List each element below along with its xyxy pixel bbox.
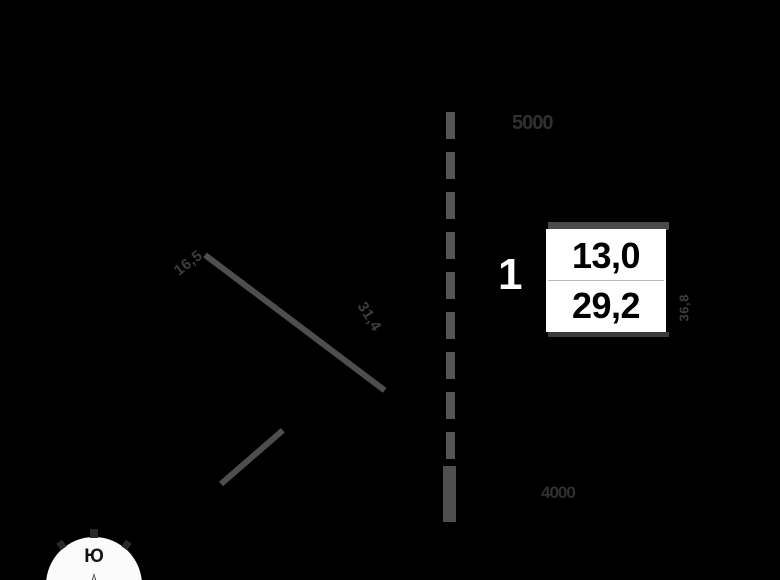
- coordinate-label-top: 5000: [512, 112, 553, 134]
- parcel-data-callout[interactable]: 13,0 29,2: [546, 229, 666, 332]
- vertical-dashed-boundary-line: [446, 112, 455, 520]
- callout-value-bottom: 29,2: [548, 281, 664, 330]
- compass-tick-north-icon: [90, 529, 98, 538]
- compass-rose: Ю: [46, 529, 142, 580]
- callout-bottom-edge-shadow: [548, 332, 669, 337]
- side-dimension-label: 36,8: [676, 294, 692, 322]
- callout-value-top: 13,0: [548, 231, 664, 281]
- diagonal-boundary-line-main: [203, 252, 387, 393]
- compass-needle-icon: [91, 573, 97, 580]
- compass-direction-letter: Ю: [84, 546, 104, 567]
- parcel-number-label: 1: [498, 250, 523, 299]
- coordinate-label-bottom: 4000: [541, 483, 576, 502]
- bearing-label-middle: 31,4: [353, 298, 385, 335]
- diagonal-boundary-line-lower: [219, 427, 285, 487]
- boundary-line-solid-tail: [443, 466, 456, 522]
- bearing-label-upper-left: 16,5: [170, 246, 207, 280]
- callout-top-edge-shadow: [548, 222, 669, 230]
